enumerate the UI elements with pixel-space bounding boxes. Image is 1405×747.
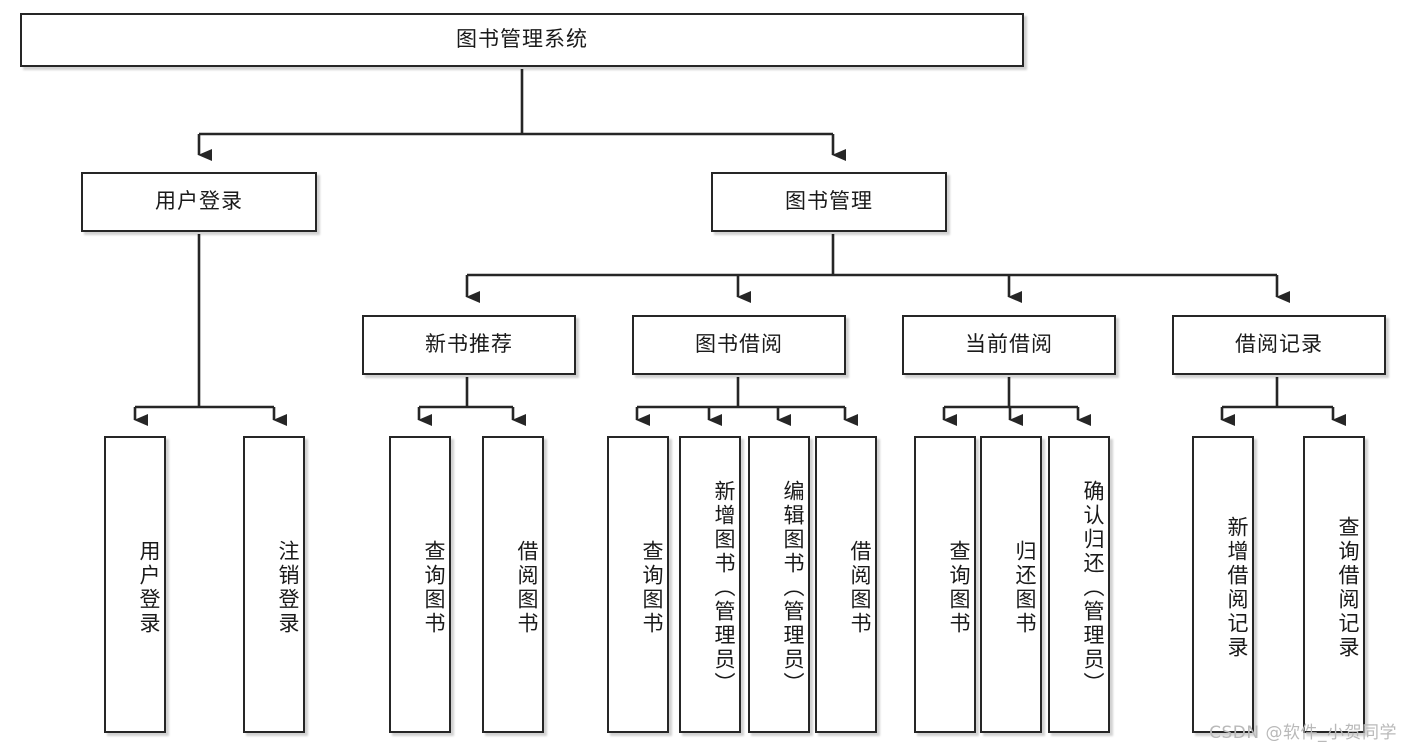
node-new-book-rec[interactable]: 新书推荐 xyxy=(362,315,576,375)
leaf-confirm-return[interactable]: 确认归还（管理员） xyxy=(1048,436,1110,733)
leaf-add-book[interactable]: 新增图书（管理员） xyxy=(679,436,741,733)
node-user-login[interactable]: 用户登录 xyxy=(81,172,317,232)
node-book-manage[interactable]: 图书管理 xyxy=(711,172,947,232)
leaf-query-book-2[interactable]: 查询图书 xyxy=(607,436,669,733)
node-book-borrow-label: 图书借阅 xyxy=(695,332,783,357)
leaf-borrow-book-2-label: 借阅图书 xyxy=(848,539,872,636)
leaf-confirm-return-label: 确认归还（管理员） xyxy=(1081,479,1105,696)
leaf-edit-book-label: 编辑图书（管理员） xyxy=(781,479,805,696)
leaf-query-book-3[interactable]: 查询图书 xyxy=(914,436,976,733)
node-current-borrow-label: 当前借阅 xyxy=(965,332,1053,357)
leaf-query-book-2-label: 查询图书 xyxy=(640,539,664,636)
node-user-login-label: 用户登录 xyxy=(155,189,243,214)
node-current-borrow[interactable]: 当前借阅 xyxy=(902,315,1116,375)
leaf-borrow-book-1-label: 借阅图书 xyxy=(515,539,539,636)
node-root[interactable]: 图书管理系统 xyxy=(20,13,1024,67)
leaf-return-book-label: 归还图书 xyxy=(1013,539,1037,636)
node-book-borrow[interactable]: 图书借阅 xyxy=(632,315,846,375)
node-borrow-record[interactable]: 借阅记录 xyxy=(1172,315,1386,375)
leaf-query-book-3-label: 查询图书 xyxy=(947,539,971,636)
leaf-logout[interactable]: 注销登录 xyxy=(243,436,305,733)
leaf-query-record[interactable]: 查询借阅记录 xyxy=(1303,436,1365,733)
leaf-user-login[interactable]: 用户登录 xyxy=(104,436,166,733)
leaf-borrow-book-2[interactable]: 借阅图书 xyxy=(815,436,877,733)
leaf-return-book[interactable]: 归还图书 xyxy=(980,436,1042,733)
leaf-query-book-1[interactable]: 查询图书 xyxy=(389,436,451,733)
node-root-label: 图书管理系统 xyxy=(456,27,588,52)
node-borrow-record-label: 借阅记录 xyxy=(1235,332,1323,357)
node-book-manage-label: 图书管理 xyxy=(785,189,873,214)
leaf-add-book-label: 新增图书（管理员） xyxy=(712,479,736,696)
leaf-query-record-label: 查询借阅记录 xyxy=(1336,515,1360,660)
leaf-edit-book[interactable]: 编辑图书（管理员） xyxy=(748,436,810,733)
node-new-book-rec-label: 新书推荐 xyxy=(425,332,513,357)
csdn-watermark: CSDN @软件_小贺同学 xyxy=(1209,723,1397,743)
leaf-query-book-1-label: 查询图书 xyxy=(422,539,446,636)
leaf-user-login-label: 用户登录 xyxy=(137,539,161,636)
leaf-add-record-label: 新增借阅记录 xyxy=(1225,515,1249,660)
leaf-borrow-book-1[interactable]: 借阅图书 xyxy=(482,436,544,733)
leaf-add-record[interactable]: 新增借阅记录 xyxy=(1192,436,1254,733)
leaf-logout-label: 注销登录 xyxy=(276,539,300,636)
